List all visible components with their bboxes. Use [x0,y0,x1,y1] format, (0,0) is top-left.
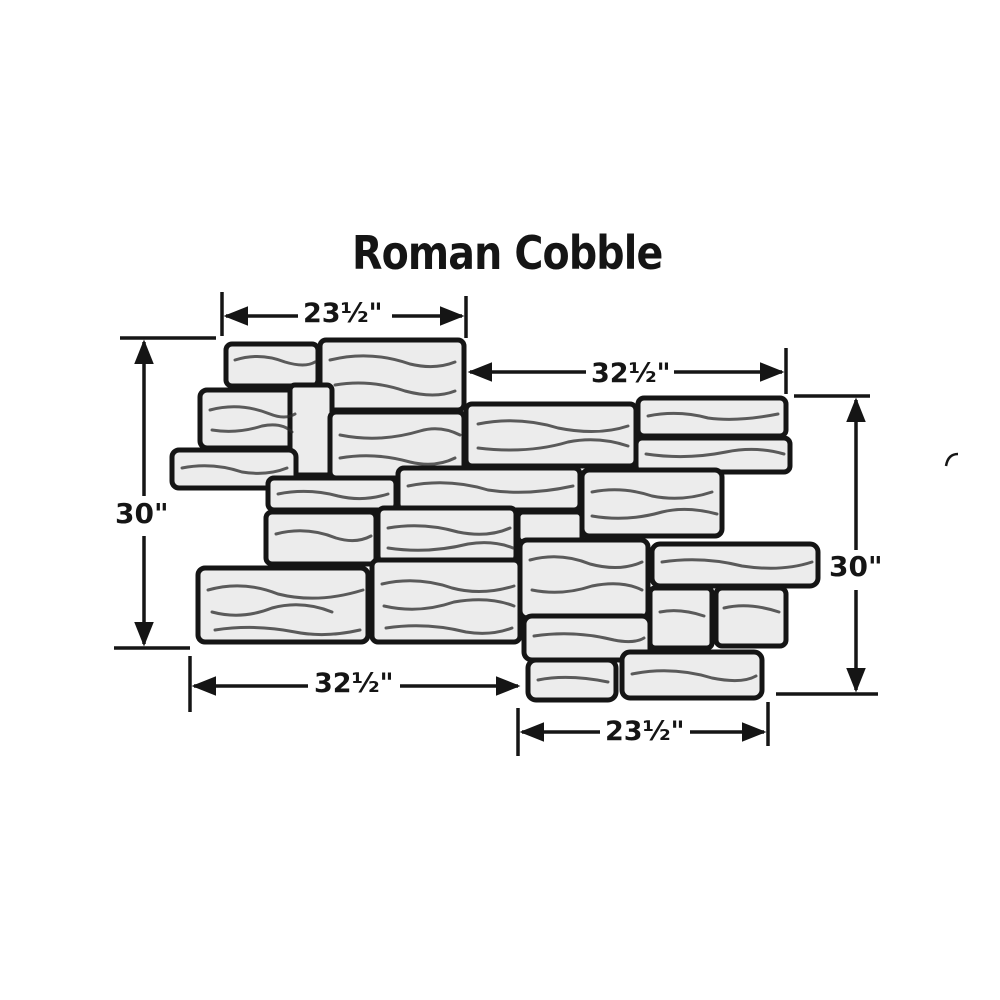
stone [579,467,725,539]
stone [525,657,619,703]
stone [317,337,467,413]
stone [375,505,519,565]
right-height-label: 30" [826,553,886,581]
stone [713,585,789,649]
stone [619,649,765,701]
stray-mark [944,452,959,467]
stone [197,387,303,451]
top-right-width-label: 32½" [588,360,674,387]
stone [517,537,651,621]
stone [263,509,379,567]
diagram-title: Roman Cobble [352,226,663,280]
stone [647,585,715,651]
stone-panel [169,337,821,703]
stone [463,401,639,469]
dimension-lines [114,292,878,756]
stone-texture [180,354,814,684]
top-left-width-label: 23½" [300,300,386,327]
bottom-right-width-label: 23½" [602,718,688,745]
left-height-label: 30" [112,500,172,528]
bottom-left-width-label: 32½" [311,670,397,697]
